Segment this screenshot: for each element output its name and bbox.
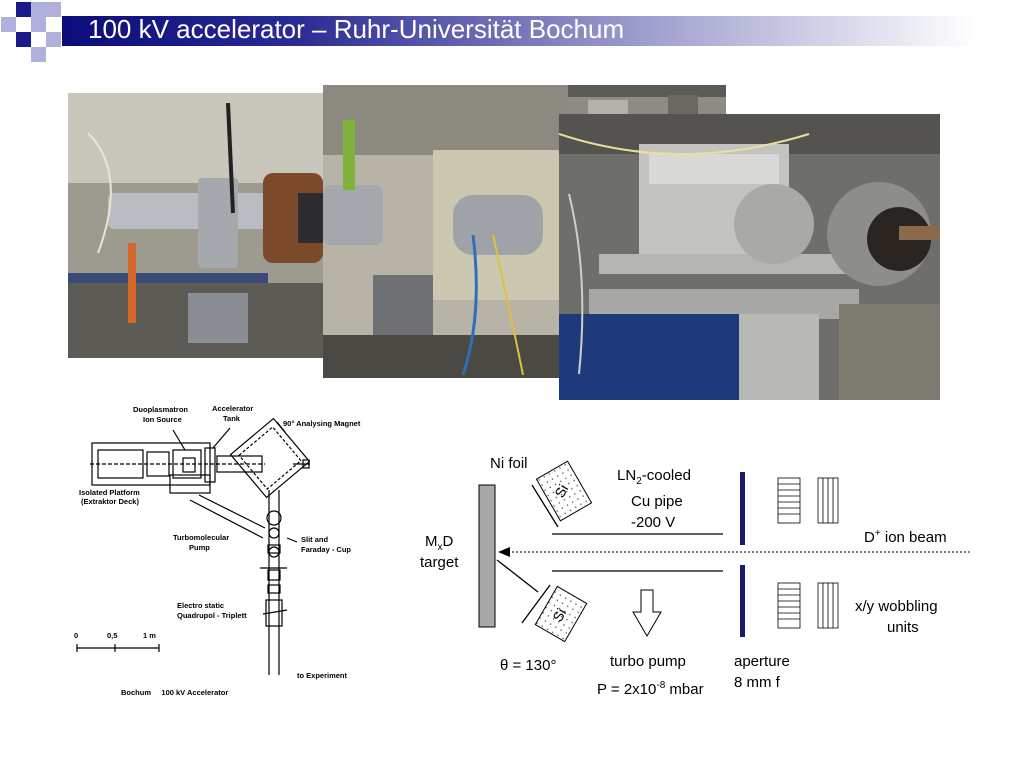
deco-square [46,32,61,47]
label-ion-source: Ion Source [143,415,182,424]
d-beam-rest: ion beam [880,529,947,546]
pressure-exponent: -8 [656,680,666,691]
label-wobbling: x/y wobbling [855,598,938,615]
schematic-drawing [76,417,311,675]
label-to-experiment: to Experiment [297,671,348,680]
deco-square [31,47,46,62]
label-ln2-cooled: LN2-cooled [617,467,691,491]
title-bar: 100 kV accelerator – Ruhr-Universität Bo… [0,0,1024,62]
wobbling-unit-x-lower [777,582,801,629]
beam-arrowhead [498,547,510,557]
label-quadrupol: Quadrupol - Triplett [177,611,247,620]
label-aperture-size: 8 mm f [734,674,780,691]
label-target: target [420,554,459,571]
ni-foil-line [531,484,559,528]
deco-square [31,2,46,17]
label-electro-static: Electro static [177,601,225,610]
label-d-ion-beam: D+ ion beam [864,525,947,547]
accelerator-schematic: Duoplasmatron Ion Source Accelerator Tan… [65,400,385,700]
label-accelerator: Accelerator [212,404,254,413]
lab-photo-2 [323,85,573,378]
label-tank: Tank [223,414,240,423]
label-voltage: -200 V [631,514,676,531]
deco-square [1,17,16,32]
si-detector-upper [535,460,593,522]
aperture-plate-lower [740,565,745,637]
d-beam-superscript: + [874,528,881,539]
scale-1m: 1 m [143,631,156,640]
detector-setup-diagram: Ni foil LN2-cooled Cu pipe -200 V MxD ta… [410,430,1010,720]
label-cu-pipe: Cu pipe [631,493,683,510]
setup-drawing [478,460,970,643]
lab-photo-4 [559,114,940,400]
label-faraday-cup: Faraday - Cup [301,545,352,554]
ln2-subscript: 2 [636,476,642,487]
turbo-pump-arrow [632,589,662,637]
mxd-m: M [425,533,438,550]
label-extraktor-deck: (Extraktor Deck) [81,497,139,506]
lab-photo-1 [68,93,330,358]
target-block [478,484,496,628]
label-mxd: MxD [425,533,453,557]
lower-foil-line [521,584,551,624]
deco-square [16,2,31,17]
deco-square [31,17,46,32]
label-pump: Pump [189,543,210,552]
page-title: 100 kV accelerator – Ruhr-Universität Bo… [88,14,625,44]
label-slit-and: Slit and [301,535,329,544]
label-turbomolecular: Turbomolecular [173,533,230,542]
title-gradient [62,16,1024,46]
label-magnet: 90° Analysing Magnet [283,419,361,428]
label-pressure: P = 2x10-8 mbar [597,677,704,699]
ln2-text: LN [617,467,637,484]
scale-05: 0,5 [107,631,118,640]
label-units: units [887,619,919,636]
label-ni-foil: Ni foil [490,455,528,472]
wobbling-unit-x-upper [777,477,801,524]
wobbling-unit-y-lower [817,582,839,629]
wobbling-unit-y-upper [817,477,839,524]
lower-scatter-line [496,559,539,593]
label-turbo-pump: turbo pump [610,653,686,670]
label-isolated-platform: Isolated Platform [79,488,140,497]
schematic-caption: Bochum 100 kV Accelerator [121,688,229,697]
pressure-unit: mbar [665,681,704,698]
d-beam-text: D [864,529,875,546]
aperture-plate-upper [740,472,745,545]
label-aperture: aperture [734,653,790,670]
mxd-d: D [442,533,454,550]
label-theta: θ = 130° [500,657,557,674]
deco-square [16,32,31,47]
ln2-cooled-text: -cooled [641,467,691,484]
scale-0: 0 [74,631,79,640]
mxd-subscript: x [437,542,443,553]
deco-square [46,2,61,17]
pressure-text: P = 2x10 [597,681,657,698]
label-duoplasmatron: Duoplasmatron [133,405,189,414]
si-detector-lower [534,585,588,643]
